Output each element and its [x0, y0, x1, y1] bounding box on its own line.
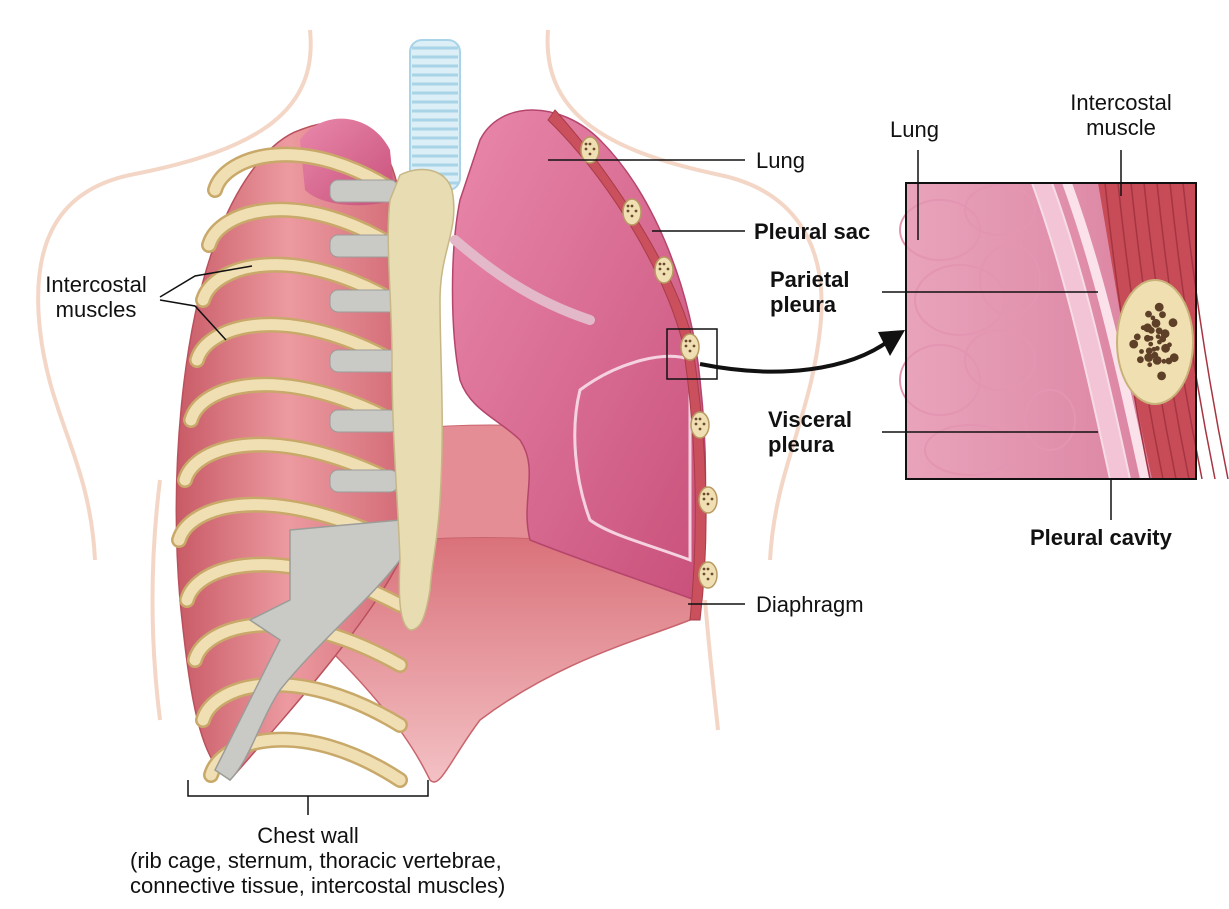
- leader-lines: [159, 150, 1122, 815]
- body-outline: [36, 29, 824, 731]
- bronchus: [450, 235, 595, 325]
- pleural-cavity-label: Pleural cavity: [1030, 525, 1172, 550]
- diaphragm-label: Diaphragm: [756, 592, 864, 617]
- pleura-outline: [573, 354, 692, 563]
- parietal-pleura-label: Parietal pleura: [770, 267, 850, 317]
- sternum: [387, 168, 455, 631]
- lung-label: Lung: [756, 148, 805, 173]
- inset-lung-label: Lung: [890, 117, 939, 142]
- zoom-box: [666, 328, 718, 380]
- chest-wall-label: Chest wall (rib cage, sternum, thoracic …: [130, 823, 506, 898]
- inset-magnification: [899, 182, 1229, 480]
- pleural-sac-label: Pleural sac: [754, 219, 871, 244]
- visceral-pleura-label: Visceral pleura: [768, 407, 853, 457]
- trachea: [409, 39, 461, 191]
- rib-cross-sections: [580, 136, 718, 589]
- costal-cartilage: [214, 519, 401, 781]
- zoom-arrow-head: [878, 330, 905, 356]
- zoom-arrow: [699, 338, 892, 374]
- intercostal-muscles-label: Intercostal muscles: [45, 272, 147, 322]
- intercostal-muscle-label: Intercostal muscle: [1070, 90, 1172, 140]
